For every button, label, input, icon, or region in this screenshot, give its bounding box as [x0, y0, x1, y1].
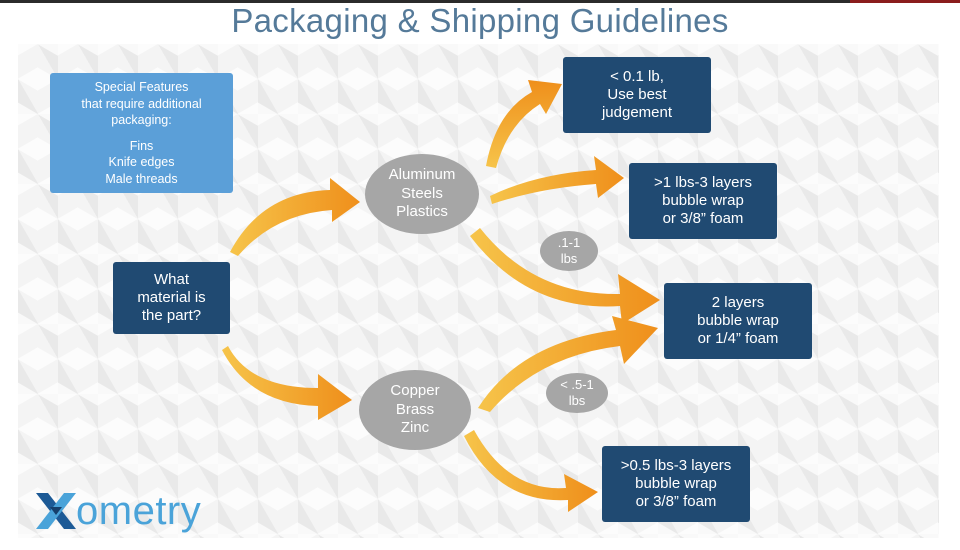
- arrow-question-to-group-a: [230, 178, 360, 256]
- special-feature-item: Male threads: [105, 171, 178, 186]
- special-features-line: Special Features: [94, 80, 189, 95]
- question-line: the part?: [141, 307, 202, 325]
- material-group-a: Aluminum Steels Plastics: [365, 154, 479, 234]
- result-line: or 1/4” foam: [697, 330, 779, 348]
- result-light: < 0.1 lb, Use best judgement: [563, 57, 711, 133]
- arrow-question-to-group-b: [222, 346, 352, 420]
- weight-label-line: lbs: [560, 251, 578, 266]
- weight-label-b: < .5-1 lbs: [546, 373, 608, 413]
- special-features-line: that require additional: [81, 96, 202, 111]
- top-bar-accent: [850, 0, 960, 3]
- arrow-group-a-to-a-heavy: [490, 156, 624, 204]
- result-line: >1 lbs-3 layers: [654, 173, 752, 191]
- material-name: Steels: [401, 184, 443, 202]
- page-title: Packaging & Shipping Guidelines: [231, 2, 729, 39]
- arrow-group-a-to-medium: [470, 228, 660, 324]
- result-line: < 0.1 lb,: [610, 67, 664, 85]
- result-line: bubble wrap: [635, 474, 717, 492]
- arrow-group-b-to-b-heavy: [464, 430, 598, 512]
- material-name: Brass: [395, 400, 435, 418]
- question-line: material is: [137, 288, 206, 306]
- result-line: or 3/8” foam: [662, 210, 744, 228]
- material-name: Plastics: [396, 203, 448, 221]
- result-line: 2 layers: [711, 293, 765, 311]
- weight-label-line: < .5-1: [560, 376, 594, 392]
- result-b-heavy: >0.5 lbs-3 layers bubble wrap or 3/8” fo…: [602, 446, 750, 522]
- question-box: What material is the part?: [113, 262, 230, 334]
- top-bar: [0, 0, 960, 3]
- weight-label-a: .1-1 lbs: [540, 231, 598, 271]
- xometry-logo: ometry: [34, 486, 201, 536]
- x-logo-icon: [36, 493, 76, 529]
- result-line: judgement: [601, 104, 673, 122]
- material-name: Copper: [390, 381, 440, 399]
- special-features-box: Special Features that require additional…: [50, 73, 233, 193]
- special-feature-item: Fins: [129, 139, 154, 153]
- special-features-line: packaging:: [111, 112, 172, 127]
- material-name: Zinc: [400, 419, 430, 437]
- question-line: What: [153, 270, 189, 288]
- result-line: >0.5 lbs-3 layers: [620, 456, 732, 474]
- result-line: or 3/8” foam: [635, 493, 717, 511]
- logo-text: ometry: [76, 489, 202, 533]
- result-line: bubble wrap: [662, 191, 744, 209]
- result-a-heavy: >1 lbs-3 layers bubble wrap or 3/8” foam: [629, 163, 777, 239]
- arrow-group-a-to-light: [486, 80, 562, 168]
- arrow-group-b-to-medium: [478, 316, 658, 412]
- result-medium: 2 layers bubble wrap or 1/4” foam: [664, 283, 812, 359]
- weight-label-line: .1-1: [557, 234, 581, 250]
- special-feature-item: Knife edges: [108, 155, 175, 170]
- weight-label-line: lbs: [568, 393, 586, 408]
- result-line: bubble wrap: [697, 311, 779, 329]
- material-name: Aluminum: [388, 165, 456, 183]
- result-line: Use best: [607, 85, 667, 103]
- material-group-b: Copper Brass Zinc: [359, 370, 471, 450]
